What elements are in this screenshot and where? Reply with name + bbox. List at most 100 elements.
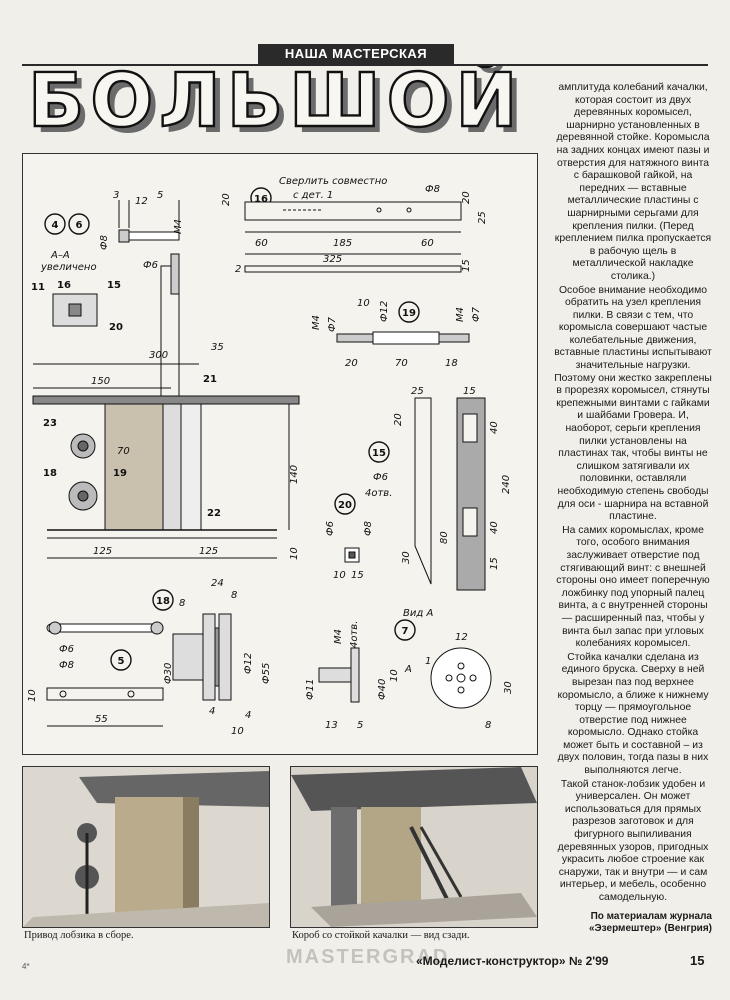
dim-7-1: 1 <box>425 656 431 667</box>
dim-19-f7: Ф7 <box>327 316 338 332</box>
dim-18-8a: 8 <box>179 598 185 609</box>
caption-left: Привод лобзика в сборе. <box>24 930 134 941</box>
dim-15-15: 15 <box>463 386 476 397</box>
dim-7-5: 5 <box>357 720 363 731</box>
dim-m4: M4 <box>173 219 184 234</box>
section-aa: А–А увеличено 11 16 15 20 <box>31 250 123 333</box>
dim-20-f8: Ф8 <box>363 521 374 536</box>
header-rule <box>22 64 708 66</box>
dim-18-f30: Ф30 <box>163 663 174 684</box>
dim-12: 12 <box>135 196 148 207</box>
article-paragraph: Особое внимание необходимо обратить на у… <box>554 284 712 523</box>
dim-7-8: 8 <box>485 720 491 731</box>
part-label-7: 7 <box>402 626 409 637</box>
part-label-5: 5 <box>118 656 125 667</box>
article-paragraph: Стойка качалки сделана из единого бруска… <box>557 651 709 777</box>
part-label-15: 15 <box>372 448 386 459</box>
footer-mark: 4* <box>22 962 30 971</box>
article-credit: По материалам журнала «Эзермештер» (Венг… <box>589 910 712 935</box>
dim-15-80: 80 <box>439 531 450 544</box>
dim-7-12: 12 <box>455 632 468 643</box>
dim-18-4a: 4 <box>209 706 215 717</box>
part-label-6: 6 <box>76 220 83 231</box>
part-15-plate: 15 25 15 20 40 240 80 30 40 15 Ф6 4отв. <box>365 386 512 591</box>
section-aa-label: А–А <box>50 250 70 261</box>
dim-150: 150 <box>91 376 110 387</box>
dim-d6: Ф6 <box>143 260 158 271</box>
caption-right: Короб со стойкой качалки — вид сзади. <box>292 930 470 941</box>
dim-16-2: 2 <box>235 264 241 275</box>
article-paragraph: Такой станок-лобзик удобен и универсален… <box>557 778 709 903</box>
part-label-11: 11 <box>31 282 45 293</box>
part-label-16: 16 <box>254 194 268 205</box>
dim-18-10: 10 <box>231 726 244 737</box>
part-label-18b: 18 <box>43 468 57 479</box>
big-title-text: БОЛЬШОЙ <box>28 66 523 144</box>
a-mark: А <box>404 664 412 675</box>
dim-19-f12: Ф12 <box>379 301 390 322</box>
photo-box-rear <box>290 766 538 928</box>
drill-note-2: с дет. 1 <box>293 190 333 201</box>
drill-note-1: Сверлить совместно <box>279 176 387 187</box>
part-label-23: 23 <box>43 418 57 429</box>
dim-5: 5 <box>157 190 163 201</box>
dim-7-f40: Ф40 <box>377 679 388 700</box>
dim-18-f12: Ф12 <box>243 653 254 674</box>
dim-7-13: 13 <box>325 720 338 731</box>
view-a-label: Вид А <box>403 608 433 619</box>
dim-5-10: 10 <box>27 689 38 702</box>
dim-7-4holes: 4отв. <box>349 621 360 648</box>
dim-16-15: 15 <box>461 259 472 272</box>
dim-18-8b: 8 <box>231 590 237 601</box>
part-4-6: 4 6 3 12 5 Ф8 M4 Ф6 <box>44 190 184 271</box>
dim-16-25: 25 <box>477 211 488 224</box>
dim-18-24: 24 <box>211 578 224 589</box>
main-assembly: 300 35 150 70 140 10 125 125 21 23 18 19… <box>32 253 300 560</box>
part-label-18: 18 <box>156 596 170 607</box>
dim-5-f8: Ф8 <box>59 660 74 671</box>
part-label-16b: 16 <box>57 280 71 291</box>
big-title-graphic: БОЛЬШОЙ БОЛЬШОЙ <box>27 55 529 150</box>
part-label-22: 22 <box>207 508 221 519</box>
dim-16-60b: 60 <box>421 238 434 249</box>
article-paragraph: амплитуда колебаний качалки, которая сос… <box>554 82 712 282</box>
dim-5-f6: Ф6 <box>59 644 74 655</box>
big-title: БОЛЬШОЙ БОЛЬШОЙ <box>26 55 554 150</box>
dim-20-f6: Ф6 <box>325 521 336 536</box>
dim-7-m4: M4 <box>333 629 344 644</box>
dim-19-10: 10 <box>357 298 370 309</box>
dim-5-55: 55 <box>95 714 108 725</box>
dim-20-10: 10 <box>333 570 346 581</box>
enlarged-label: увеличено <box>40 262 97 273</box>
dim-10: 10 <box>289 547 300 560</box>
dim-70: 70 <box>117 446 130 457</box>
part-16-rocker: 16 Сверлить совместно с дет. 1 Ф8 60 185… <box>221 176 488 275</box>
photo-drive-assembly <box>22 766 270 928</box>
part-19-axle: 19 M4 Ф7 10 Ф12 M4 Ф7 20 70 18 <box>311 298 482 369</box>
part-label-19b: 19 <box>113 468 127 479</box>
page-number: 15 <box>690 953 705 968</box>
dim-16-60a: 60 <box>255 238 268 249</box>
dim-d8: Ф8 <box>99 235 110 250</box>
big-title-shadow: БОЛЬШОЙ <box>34 66 529 146</box>
dim-140: 140 <box>289 465 300 484</box>
article-paragraph: На самих коромыслах, кроме того, особого… <box>556 524 710 650</box>
dim-125a: 125 <box>93 546 112 557</box>
dim-15-f6: Ф6 <box>373 472 388 483</box>
dim-15-20: 20 <box>393 413 404 426</box>
dim-300: 300 <box>149 350 168 361</box>
dim-7-10: 10 <box>389 669 400 682</box>
technical-drawing: 4 6 3 12 5 Ф8 M4 Ф6 А–А увеличено 11 16 … <box>22 153 538 755</box>
dim-16-185: 185 <box>333 238 352 249</box>
part-label-19: 19 <box>402 308 416 319</box>
dim-15-240: 240 <box>501 475 512 494</box>
photo-box-rear-image <box>291 767 537 927</box>
part-label-20: 20 <box>338 500 352 511</box>
section-header: НАША МАСТЕРСКАЯ <box>258 44 454 64</box>
watermark: MASTERGRAD <box>286 946 450 968</box>
dim-19-20: 20 <box>345 358 358 369</box>
dim-18-4b: 4 <box>245 710 251 721</box>
dim-15-15b: 15 <box>489 557 500 570</box>
part-5-shackle: 5 Ф6 Ф8 10 55 <box>27 621 164 727</box>
dim-19-f7b: Ф7 <box>471 306 482 322</box>
